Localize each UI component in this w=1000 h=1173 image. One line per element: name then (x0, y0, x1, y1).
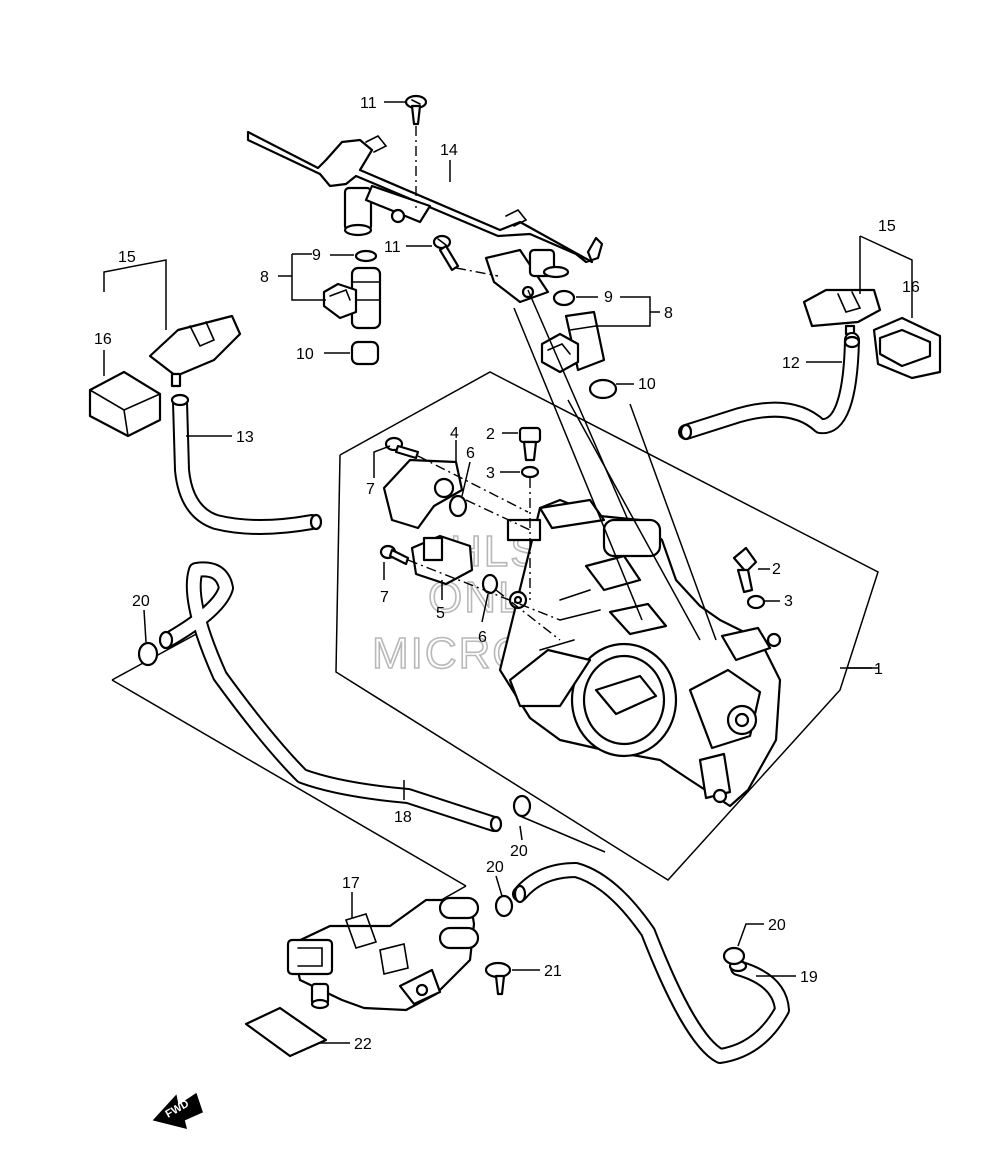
callout-8-right: 8 (664, 305, 673, 322)
fuel-delivery-pipe (246, 130, 604, 304)
washer-3-right (746, 594, 766, 610)
callout-12: 12 (782, 355, 800, 372)
fuel-injector-right (540, 289, 618, 400)
callout-7-lower: 7 (380, 589, 389, 606)
fuel-injector-left (322, 249, 382, 366)
callout-10-right: 10 (638, 376, 656, 393)
cover-16-right (872, 316, 942, 380)
screw-11-mid (432, 234, 460, 272)
connector-15-left (148, 314, 242, 388)
clamp-20-left (137, 641, 159, 667)
screw-21 (484, 961, 512, 996)
callout-13: 13 (236, 429, 254, 446)
screw-7-upper (384, 436, 420, 460)
o-ring-6-upper (448, 494, 468, 518)
callout-15-right: 15 (878, 218, 896, 235)
clamp-20-mid (512, 794, 532, 818)
sensor-5 (410, 534, 474, 586)
hose-18 (158, 561, 503, 833)
clamp-20-lower (494, 894, 514, 918)
cover-16-left (88, 370, 162, 438)
screw-11-top (404, 94, 428, 126)
callout-20-mid: 20 (510, 843, 528, 860)
washer-3-upper (520, 465, 540, 479)
callout-16-right: 16 (902, 279, 920, 296)
callout-labels: 1 2 2 3 3 4 5 6 6 7 7 8 8 9 9 10 10 11 1… (94, 95, 920, 1053)
screw-2-upper (518, 426, 542, 462)
callout-20-left: 20 (132, 593, 150, 610)
callout-5: 5 (436, 605, 445, 622)
callout-2-right: 2 (772, 561, 781, 578)
clamp-20-right (722, 946, 746, 966)
label-22 (244, 1006, 328, 1058)
hose-13 (170, 393, 323, 535)
idle-air-control-valve (286, 896, 480, 1012)
callout-3-right: 3 (784, 593, 793, 610)
throttle-body (498, 498, 782, 808)
screw-2-right (732, 546, 758, 594)
callout-20-lower: 20 (486, 859, 504, 876)
callout-1: 1 (874, 661, 883, 678)
throttle-position-sensor (382, 458, 464, 530)
callout-16-left: 16 (94, 331, 112, 348)
callout-11-top: 11 (360, 95, 377, 112)
callout-6-upper: 6 (466, 445, 475, 462)
callout-9-left: 9 (312, 247, 321, 264)
callout-2-upper: 2 (486, 426, 495, 443)
callout-6-lower: 6 (478, 629, 487, 646)
callout-8-left: 8 (260, 269, 269, 286)
callout-15-left: 15 (118, 249, 136, 266)
screw-7-lower (379, 544, 410, 566)
callout-10-left: 10 (296, 346, 314, 363)
callout-20-right: 20 (768, 917, 786, 934)
callout-14: 14 (440, 142, 458, 159)
callout-19: 19 (800, 969, 818, 986)
fwd-arrow-icon: FWD (152, 1092, 203, 1130)
hose-19 (512, 862, 790, 1064)
callout-9-right: 9 (604, 289, 613, 306)
connector-15-right (802, 288, 882, 336)
leader-lines (103, 101, 913, 1044)
callout-7-upper: 7 (366, 481, 375, 498)
callout-4: 4 (450, 425, 459, 442)
callout-11-mid: 11 (384, 239, 401, 256)
hose-12 (678, 332, 861, 441)
callout-3-upper: 3 (486, 465, 495, 482)
callout-18: 18 (394, 809, 412, 826)
callout-17: 17 (342, 875, 360, 892)
callout-22: 22 (354, 1036, 372, 1053)
callout-21: 21 (544, 963, 562, 980)
